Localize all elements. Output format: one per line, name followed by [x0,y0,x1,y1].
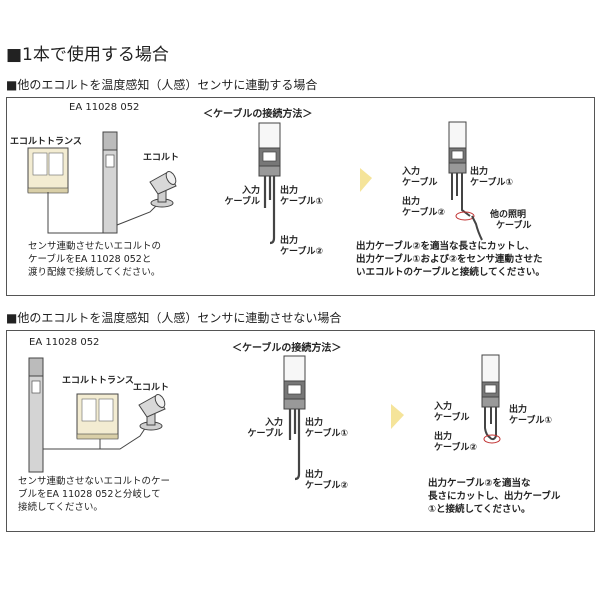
section1-sensor-after [448,121,483,241]
section1-arrow [360,168,372,192]
section1-pole-model: EA 11028 052 [69,102,140,113]
section2-pole-model: EA 11028 052 [29,337,100,348]
section1-transformer [27,147,69,194]
section2-after-output-cable1-label: 出力ケーブル① [509,405,553,426]
section1-transformer-label: エコルトトランス [10,137,82,147]
section2-title: ■他のエコルトを温度感知（人感）センサに連動させない場合 [6,311,342,325]
section2-output-cable1-label: 出力ケーブル① [305,418,349,439]
section1-ecolt-spotlight [149,171,177,208]
section2-arrow [391,404,404,429]
section2-ecolt-spotlight [138,394,166,431]
section2-sensor-after [481,354,501,444]
main-title: ■1本で使用する場合 [6,45,169,65]
section2-left-note: センサ連動させないエコルトのケー ブルをEA 11028 052と分岐して 接続… [18,476,171,513]
section1-title: ■他のエコルトを温度感知（人感）センサに連動する場合 [6,78,318,92]
section2-input-cable-label: 入力ケーブル [247,418,283,439]
section2-right-note: 出力ケーブル②を適当な 長さにカットし、出力ケーブル ①と接続してください。 [428,478,561,515]
section1-other-light-cable-label: 他の照明ケーブル [490,210,532,231]
section2-after-output-cable2-label: 出力ケーブル② [434,432,478,453]
section1-after-input-cable-label: 入力ケーブル [402,167,438,188]
section1-sensor-before [258,122,281,245]
section1-pole [102,131,118,234]
section1-input-cable-label: 入力ケーブル [224,186,260,207]
section2-after-input-cable-label: 入力ケーブル [434,402,470,423]
section2-transformer [76,393,119,440]
section2-method-title: ＜ケーブルの接続方法＞ [232,343,342,354]
section1-output-cable1-label: 出力ケーブル① [280,186,324,207]
section2-pole [28,357,44,473]
section1-method-title: ＜ケーブルの接続方法＞ [203,109,313,120]
section2-ecolt-label: エコルト [133,383,170,393]
section1-after-output-cable2-label: 出力ケーブル② [402,197,446,218]
section1-left-note: センサ連動させたいエコルトの ケーブルをEA 11028 052と 渡り配線で接… [28,241,162,278]
section1-right-note: 出力ケーブル②を適当な長さにカットし、 出力ケーブル①および②をセンサ連動させた… [356,241,545,278]
section1-output-cable2-label: 出力ケーブル② [280,236,324,257]
section2-output-cable2-label: 出力ケーブル② [305,470,349,491]
section1-after-output-cable1-label: 出力ケーブル① [470,167,514,188]
section1-ecolt-label: エコルト [143,153,180,163]
section2-sensor-before [283,355,306,481]
section2-transformer-label: エコルトトランス [62,376,134,386]
